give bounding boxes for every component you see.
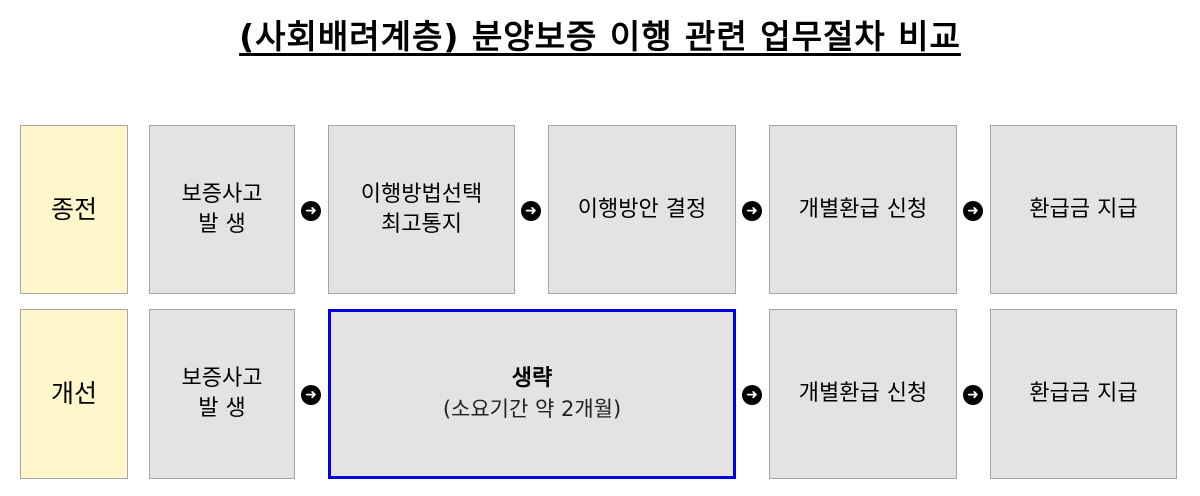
step-refund-payment: 환급금 지급 [990, 125, 1177, 294]
step-line: 발 생 [198, 211, 246, 237]
row-label-after: 개선 [20, 309, 128, 479]
step-line: 환급금 지급 [1029, 381, 1138, 406]
step-duration-note: (소요기간 약 2개월) [442, 397, 622, 421]
arrow-right-icon: ➜ [301, 201, 321, 221]
step-omitted: 생략 (소요기간 약 2개월) [328, 309, 736, 479]
step-refund-payment: 환급금 지급 [990, 309, 1177, 479]
step-line: 이행방안 결정 [577, 196, 707, 222]
arrow-right-icon: ➜ [963, 201, 983, 221]
step-line: 최고통지 [381, 211, 462, 237]
step-refund-application: 개별환급 신청 [769, 125, 957, 294]
step-line: 보증사고 [181, 181, 263, 207]
arrow-right-icon: ➜ [742, 385, 762, 405]
row-label-before: 종전 [20, 125, 128, 294]
step-refund-application: 개별환급 신청 [769, 309, 957, 479]
step-line: 개별환급 신청 [798, 381, 928, 406]
step-line: 이행방법선택 [360, 181, 483, 207]
step-line: 생략 [511, 366, 553, 391]
page-title: (사회배려계층) 분양보증 이행 관련 업무절차 비교 [239, 17, 961, 56]
step-line: 보증사고 [181, 366, 263, 391]
arrow-right-icon: ➜ [742, 201, 762, 221]
step-line: 발 생 [198, 396, 246, 421]
arrow-right-icon: ➜ [301, 385, 321, 405]
arrow-right-icon: ➜ [521, 201, 541, 221]
step-plan-decision: 이행방안 결정 [548, 125, 736, 294]
step-line: 환급금 지급 [1029, 196, 1138, 222]
arrow-right-icon: ➜ [963, 385, 983, 405]
step-line: 개별환급 신청 [798, 196, 928, 222]
